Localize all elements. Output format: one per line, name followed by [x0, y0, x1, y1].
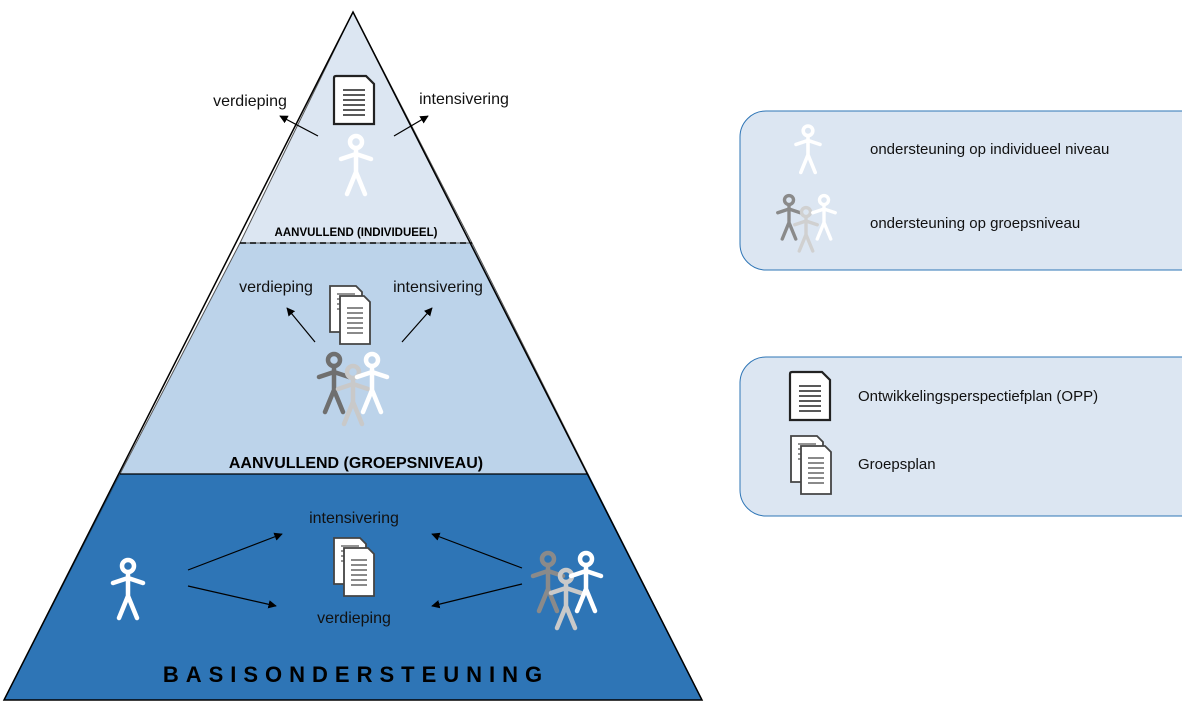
arrow-right-to-verdieping [431, 583, 523, 609]
legend-box [739, 356, 1182, 517]
document-icon [788, 370, 832, 422]
arrow-up-right [401, 307, 433, 343]
arrow-left-to-verdieping [187, 585, 277, 609]
legend-box [739, 110, 1182, 271]
arrow-left-to-intensivering [187, 532, 283, 571]
base-intensivering-label: intensivering [309, 510, 399, 527]
middle-verdieping-label: verdieping [239, 279, 313, 296]
legend-documents: Ontwikkelingsperspectiefplan (OPP) Groep… [739, 356, 1182, 517]
pyramid-outline [2, 10, 704, 701]
top-verdieping-label: verdieping [213, 93, 287, 110]
arrow-right-to-intensivering [431, 532, 523, 569]
arrow-up-left [279, 115, 319, 137]
legend-groepsplan-label: Groepsplan [858, 456, 936, 473]
legend-people: ondersteuning op individueel niveau onde… [739, 110, 1182, 271]
top-tier-title: AANVULLEND (INDIVIDUEEL) [275, 227, 438, 239]
legend-group-label: ondersteuning op groepsniveau [870, 215, 1080, 232]
middle-tier [119, 242, 589, 475]
arrow-up-left [286, 307, 316, 343]
base-tier-title: BASISONDERSTEUNING [163, 662, 549, 687]
top-intensivering-label: intensivering [419, 91, 509, 108]
legend-individual-label: ondersteuning op individueel niveau [870, 141, 1109, 158]
middle-tier-content: verdieping intensivering AANVULLEND (GRO… [229, 279, 483, 472]
legend-opp-label: Ontwikkelingsperspectiefplan (OPP) [858, 388, 1098, 405]
top-tier [239, 10, 473, 244]
base-verdieping-label: verdieping [317, 610, 391, 627]
arrow-up-right [393, 115, 429, 137]
base-tier-content: intensivering verdieping BASISONDERSTEUN… [113, 510, 601, 687]
document-icon [332, 74, 376, 126]
middle-intensivering-label: intensivering [393, 279, 483, 296]
top-tier-content: verdieping intensivering AANVULLEND (IND… [213, 74, 509, 239]
middle-tier-title: AANVULLEND (GROEPSNIVEAU) [229, 455, 483, 472]
